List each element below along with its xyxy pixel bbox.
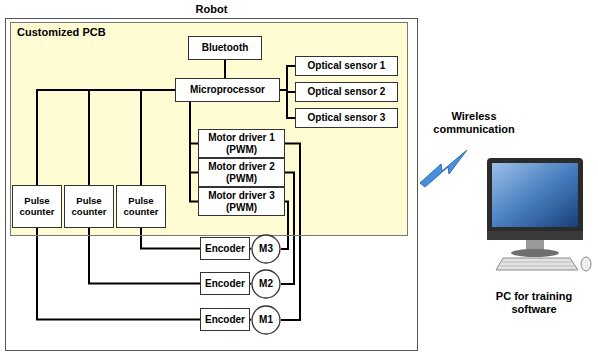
node-label: M3: [259, 243, 273, 255]
motor-circle: M1: [251, 305, 281, 335]
signal-wire: [37, 228, 200, 320]
signal-wire: [190, 102, 198, 173]
pc-illustration: [487, 158, 591, 271]
node-label: Motor driver 3 (PWM): [199, 190, 284, 213]
node-label: Encoder: [205, 278, 245, 290]
signal-wire: [224, 60, 226, 78]
wireless-bolt: [420, 150, 467, 187]
node-label: Pulse counter: [13, 196, 61, 218]
group-title: Robot: [6, 3, 417, 16]
signal-wire: [250, 248, 251, 251]
motor-circle: M3: [251, 234, 281, 264]
encoder-box: Encoder: [200, 308, 250, 331]
motor-driver-box: Motor driver 1 (PWM): [198, 129, 285, 158]
signal-wire: [250, 319, 251, 322]
motor-circle: M2: [251, 269, 281, 299]
signal-wire: [37, 90, 175, 185]
node-label: M1: [259, 314, 273, 326]
pulse-counter-box: Pulse counter: [12, 185, 62, 228]
node-label: Pulse counter: [117, 196, 165, 218]
signal-wire: [141, 90, 175, 185]
signal-wire: [89, 228, 200, 284]
group-title: Customized PCB: [17, 26, 106, 39]
node-label: Optical sensor 1: [308, 60, 386, 72]
robot-ground: [5, 18, 418, 351]
robot-enclosure: RobotCustomized PCBBluetoothMicroprocess…: [5, 18, 418, 351]
signal-wire: [141, 228, 200, 249]
node-label: Encoder: [205, 314, 245, 326]
node-label: Encoder: [205, 243, 245, 255]
sensor-box: Optical sensor 1: [295, 56, 398, 76]
sensor-box: Optical sensor 3: [295, 108, 398, 128]
pcb-ground: [10, 22, 408, 236]
caption-label: PC for training software: [478, 290, 590, 316]
node-label: Optical sensor 2: [308, 86, 386, 98]
node-label: Pulse counter: [65, 196, 113, 218]
signal-wire: [250, 283, 251, 286]
caption-label: Wireless communication: [424, 110, 524, 136]
signal-wire: [280, 90, 295, 118]
sensor-box: Optical sensor 2: [295, 82, 398, 102]
microprocessor-box: Microprocessor: [175, 78, 280, 102]
pulse-counter-box: Pulse counter: [116, 185, 166, 228]
signal-wire: [280, 66, 295, 90]
motor-driver-box: Motor driver 2 (PWM): [198, 158, 285, 187]
node-label: Microprocessor: [190, 84, 265, 96]
pcb-board: Customized PCBBluetoothMicroprocessorOpt…: [10, 22, 408, 236]
node-label: Motor driver 2 (PWM): [199, 161, 284, 184]
pulse-counter-box: Pulse counter: [64, 185, 114, 228]
node-label: M2: [259, 278, 273, 290]
encoder-box: Encoder: [200, 237, 250, 260]
signal-wire: [190, 102, 198, 144]
node-label: Motor driver 1 (PWM): [199, 132, 284, 155]
signal-wire: [89, 90, 175, 185]
node-label: Optical sensor 3: [308, 112, 386, 124]
motor-driver-box: Motor driver 3 (PWM): [198, 187, 285, 216]
encoder-box: Encoder: [200, 272, 250, 295]
signal-wire: [190, 102, 198, 202]
bluetooth-module: Bluetooth: [188, 36, 262, 60]
node-label: Bluetooth: [202, 42, 249, 54]
